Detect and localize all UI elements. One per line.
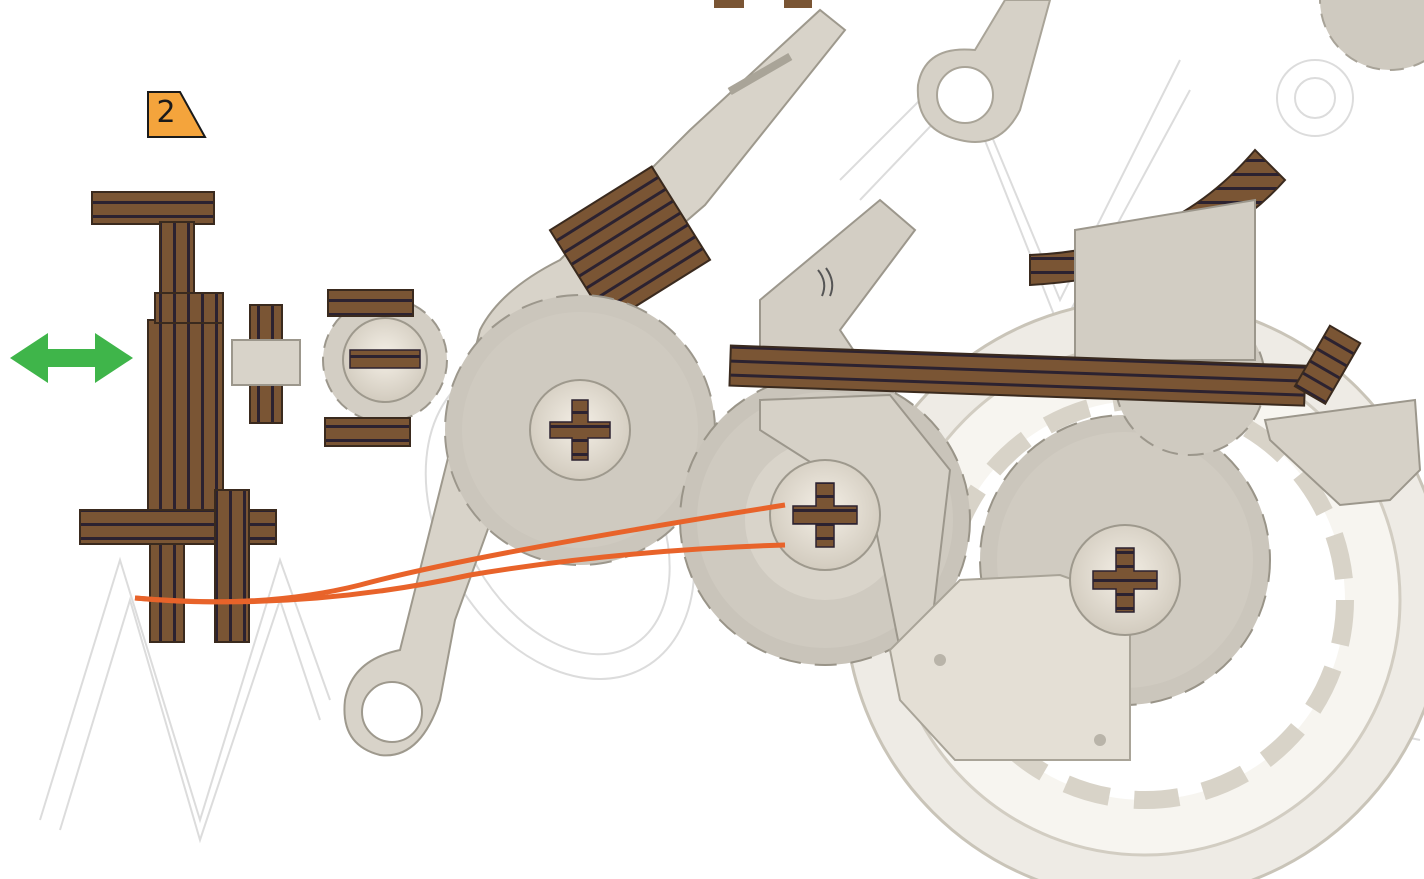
wrench-top bbox=[918, 0, 1050, 142]
gear-fragment-top bbox=[1320, 0, 1424, 70]
axle-hub bbox=[1070, 525, 1180, 635]
pawl-lever bbox=[760, 200, 915, 360]
handle-assembly bbox=[80, 192, 276, 642]
double-arrow-horizontal-icon bbox=[10, 333, 133, 383]
part-top-fragment bbox=[714, 0, 744, 8]
small-gear bbox=[232, 290, 447, 446]
step-number: 2 bbox=[148, 93, 184, 133]
axle-hub bbox=[530, 380, 630, 480]
part-top-fragment bbox=[784, 0, 812, 8]
axle-hub bbox=[770, 460, 880, 570]
